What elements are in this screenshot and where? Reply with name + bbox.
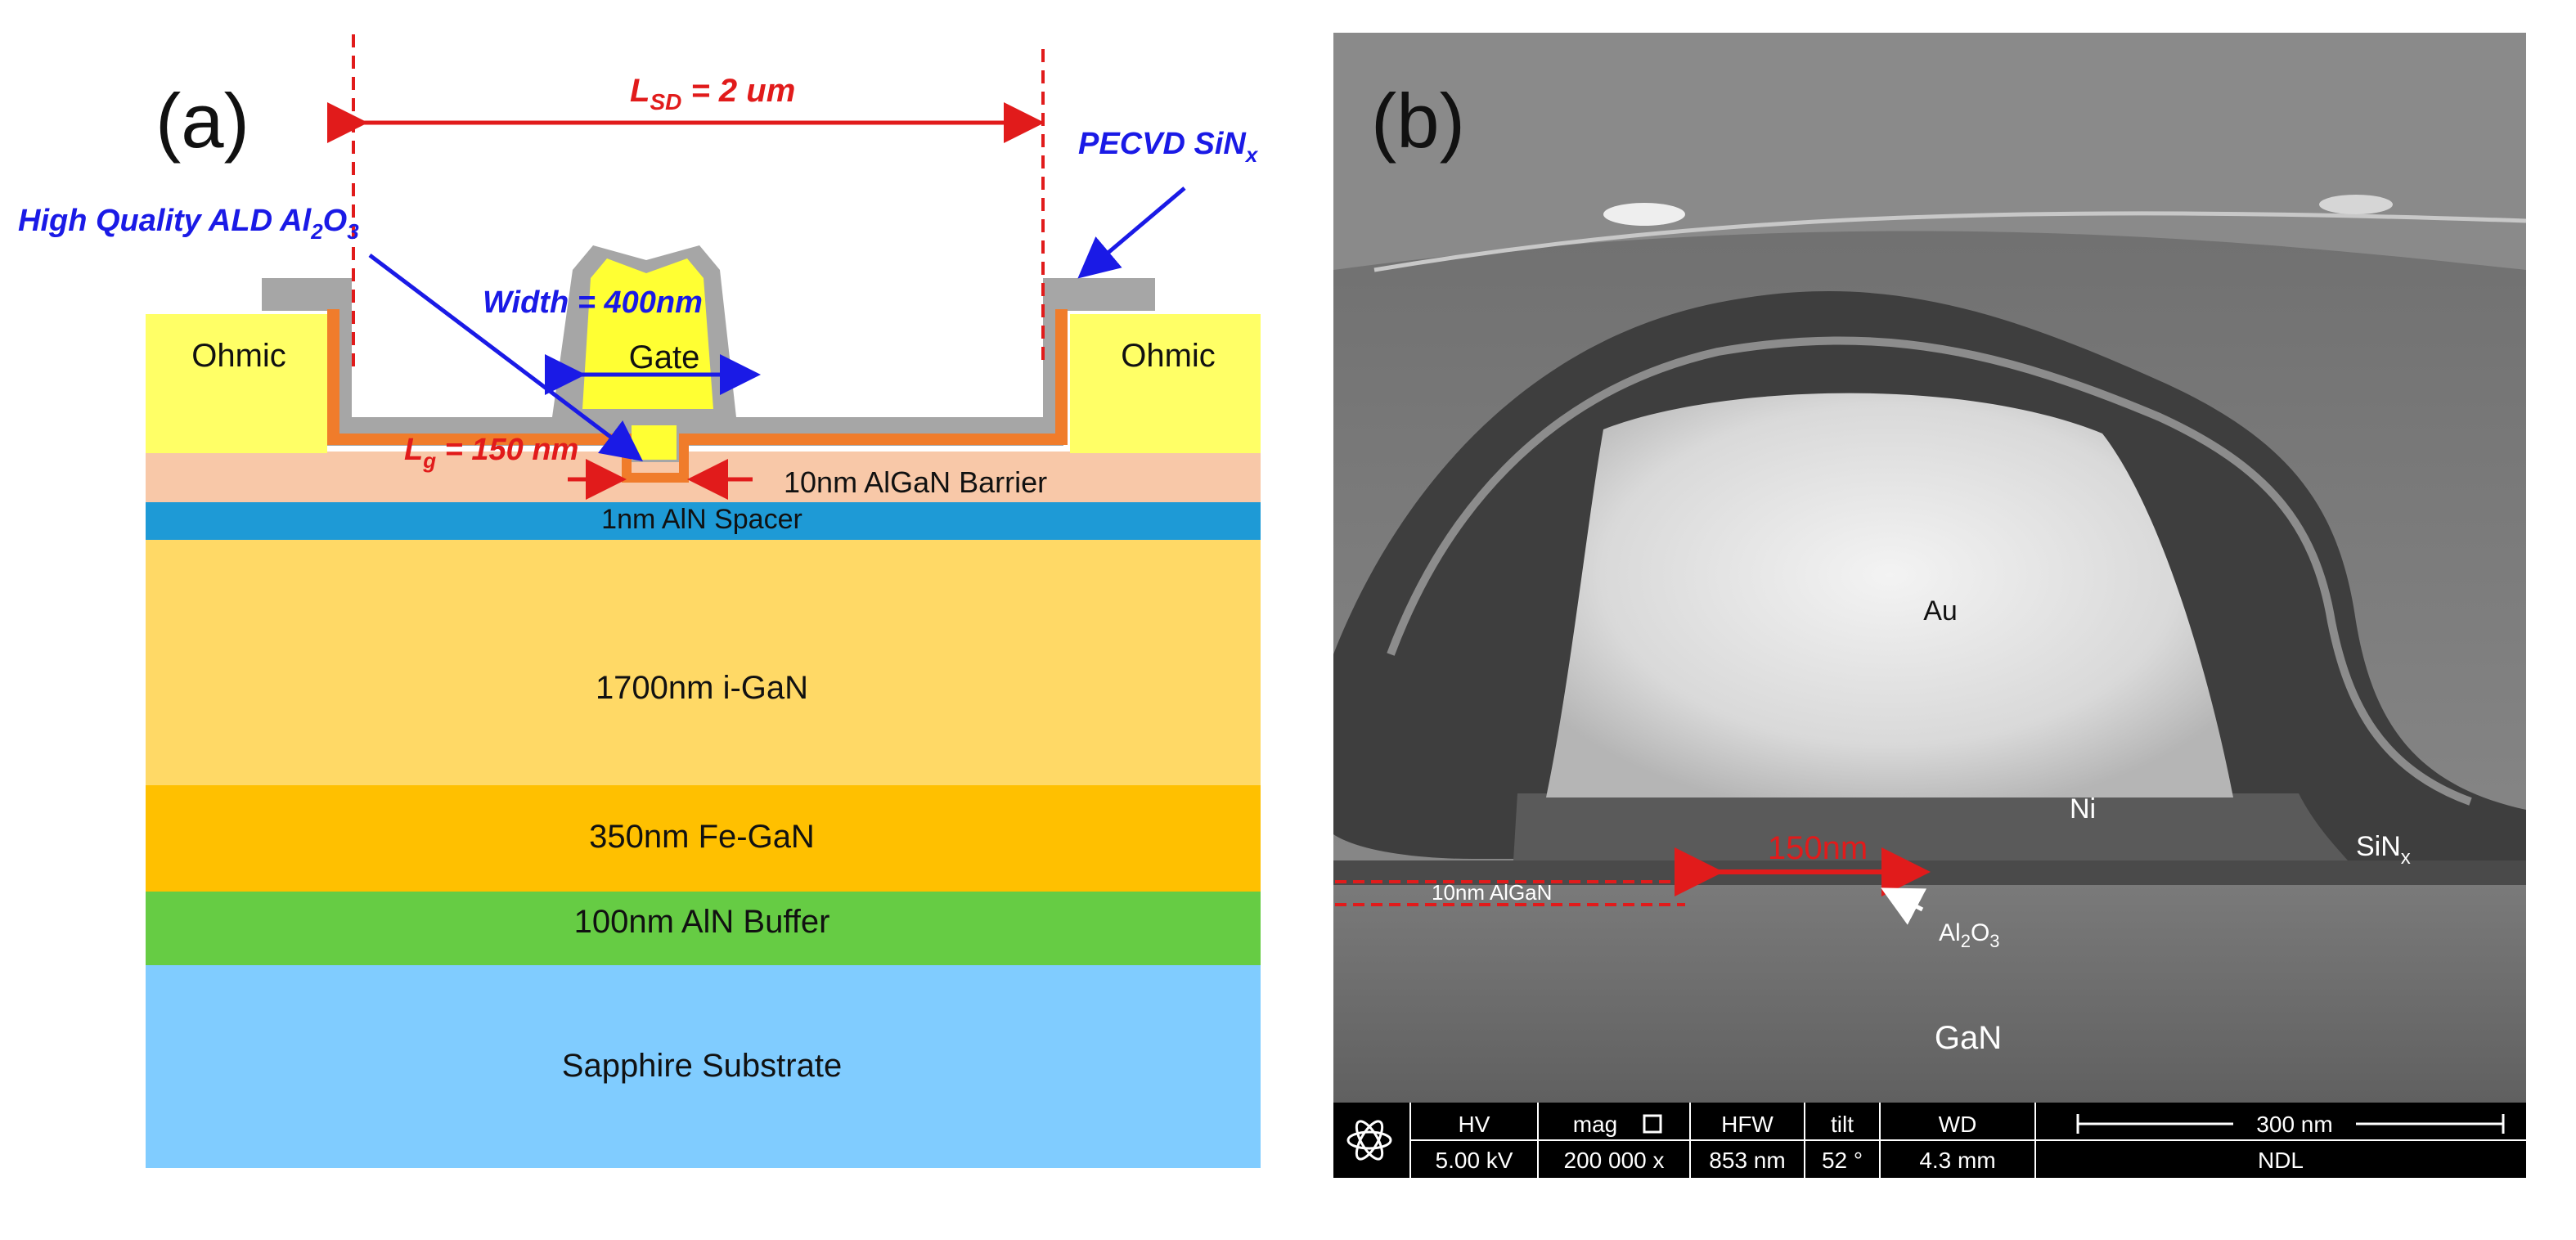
sem-sinx-label: SiNx xyxy=(2356,831,2411,869)
sem-hfw-value: 853 nm xyxy=(1709,1148,1785,1173)
sem-al2o3-label: Al2O3 xyxy=(1939,919,2000,951)
sem-sinx-wrap-highlight xyxy=(1387,336,2472,806)
sem-bright-spot-1 xyxy=(1603,203,1685,226)
sem-au-gate xyxy=(1546,393,2233,797)
sem-scale-label: 300 nm xyxy=(2256,1112,2332,1137)
pecvd-arrow xyxy=(1077,186,1186,279)
layer-label-aln-buffer: 100nm AlN Buffer xyxy=(574,904,830,940)
sem-ni-label: Ni xyxy=(2070,793,2096,824)
sem-info-bar: HV mag HFW tilt WD 5.00 kV 200 000 x 853… xyxy=(1333,1103,2526,1178)
sem-lab-label: NDL xyxy=(2258,1148,2304,1173)
sem-gan-substrate xyxy=(1333,883,2526,1103)
layer-algan-barrier xyxy=(146,452,1261,502)
layer-label-aln-spacer: 1nm AlN Spacer xyxy=(601,504,802,535)
sem-al2o3-arrow xyxy=(1881,887,1927,925)
layer-aln-spacer xyxy=(146,501,1261,540)
gate-length-label: Lg = 150 nm xyxy=(404,433,578,473)
sem-gan-label: GaN xyxy=(1935,1020,2002,1056)
layer-i-gan xyxy=(146,538,1261,785)
sem-mag-header: mag xyxy=(1573,1112,1617,1137)
layer-label-sapphire: Sapphire Substrate xyxy=(562,1048,842,1084)
ohmic-right-contact xyxy=(1070,314,1261,453)
ohmic-left-label: Ohmic xyxy=(191,338,286,374)
layer-sapphire xyxy=(146,964,1261,1168)
sem-ni-layer xyxy=(1513,793,2348,860)
sem-algan-label: 10nm AlGaN xyxy=(1432,880,1552,905)
sem-interface-line xyxy=(1373,211,2527,272)
pecvd-sinx-label: PECVD SiNx xyxy=(1078,127,1259,167)
ald-arrow xyxy=(368,254,643,462)
gate-metal xyxy=(582,258,713,409)
layer-aln-buffer xyxy=(146,890,1261,965)
sem-tilt-value: 52 ° xyxy=(1822,1148,1863,1173)
sem-hv-header: HV xyxy=(1459,1112,1490,1137)
layer-label-i-gan: 1700nm i-GaN xyxy=(596,670,808,706)
layer-label-algan: 10nm AlGaN Barrier xyxy=(784,465,1047,499)
panel-b: 150nm Au Ni SiNx 10nm AlGaN Al2O3 GaN (b… xyxy=(1333,33,2527,1178)
panel-b-tag: (b) xyxy=(1371,78,1465,164)
gate-foot xyxy=(632,425,677,460)
layer-label-fe-gan: 350nm Fe-GaN xyxy=(589,819,815,855)
sem-mag-value: 200 000 x xyxy=(1564,1148,1665,1173)
sem-au-label: Au xyxy=(1923,595,1958,627)
sem-mag-square-icon xyxy=(1643,1114,1662,1134)
sem-wd-value: 4.3 mm xyxy=(1919,1148,1995,1173)
gate-label: Gate xyxy=(629,339,700,375)
panel-a-tag: (a) xyxy=(155,78,250,164)
ohmic-left-contact xyxy=(146,314,327,453)
panel-a: 10nm AlGaN Barrier 1nm AlN Spacer 1700nm… xyxy=(18,34,1261,1168)
sem-wd-header: WD xyxy=(1939,1112,1977,1137)
sem-hfw-header: HFW xyxy=(1721,1112,1774,1137)
ohmic-right-label: Ohmic xyxy=(1121,338,1216,374)
sem-bright-spot-2 xyxy=(2319,195,2393,214)
fei-logo-icon xyxy=(1346,1120,1392,1161)
sem-measure-label: 150nm xyxy=(1768,830,1868,866)
sem-tilt-header: tilt xyxy=(1831,1112,1854,1137)
sem-hv-value: 5.00 kV xyxy=(1436,1148,1513,1173)
ald-al2o3-layer xyxy=(327,309,1068,483)
ald-al2o3-label: High Quality ALD Al2O3 xyxy=(18,204,359,244)
layer-fe-gan xyxy=(146,784,1261,892)
gate-width-label: Width = 400nm xyxy=(483,285,703,320)
lsd-label: LSD = 2 um xyxy=(630,73,795,115)
